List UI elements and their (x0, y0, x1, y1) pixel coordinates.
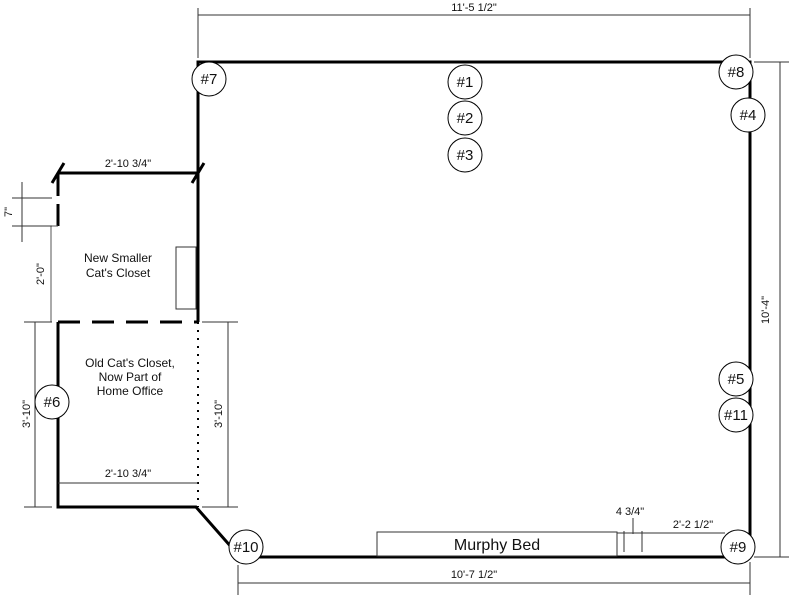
dim-top-width: 11'-5 1/2" (451, 2, 497, 14)
walls (50, 60, 752, 559)
new-closet-label: New Smaller (84, 251, 152, 265)
marker-circle (718, 361, 754, 397)
marker-circle (447, 137, 483, 173)
murphy-bed-label: Murphy Bed (454, 537, 540, 554)
marker-7: #7 (191, 61, 227, 97)
dim-old-closet-width: 2'-10 3/4" (105, 468, 151, 480)
exterior-wall (56, 60, 752, 559)
dimension-lines (12, 8, 789, 595)
dim-bed-gap: 4 3/4" (616, 506, 644, 518)
marker-label: #6 (44, 394, 61, 411)
marker-3: #3 (447, 137, 483, 173)
marker-circle (34, 384, 70, 420)
tick-mark (50, 162, 66, 184)
marker-label: #10 (233, 539, 258, 556)
dim-closet-top-width: 2'-10 3/4" (105, 158, 151, 170)
marker-label: #4 (740, 107, 757, 124)
marker-label: #11 (724, 407, 748, 424)
marker-4: #4 (730, 97, 766, 133)
marker-circle (730, 97, 766, 133)
dim-old-closet-right: 3'-10" (213, 400, 225, 428)
marker-circle (447, 100, 483, 136)
murphy-bed (376, 531, 618, 557)
marker-circle (228, 529, 264, 565)
marker-label: #1 (457, 74, 474, 91)
marker-label: #9 (730, 539, 747, 556)
marker-1: #1 (447, 64, 483, 100)
marker-label: #3 (457, 147, 474, 164)
old-closet-label: Old Cat's Closet, (85, 356, 175, 370)
marker-circle (718, 54, 754, 90)
new-closet-label: Cat's Closet (86, 266, 151, 280)
closet-shelf (175, 246, 197, 310)
marker-10: #10 (228, 529, 264, 565)
marker-5: #5 (718, 361, 754, 397)
marker-8: #8 (718, 54, 754, 90)
marker-label: #2 (457, 110, 474, 127)
dim-old-closet-left: 3'-10" (21, 400, 33, 428)
marker-circle (191, 61, 227, 97)
dim-bed-to-corner: 2'-2 1/2" (673, 519, 713, 531)
marker-2: #2 (447, 100, 483, 136)
dim-closet-depth: 2'-0" (35, 263, 47, 285)
old-closet-label: Home Office (97, 384, 164, 398)
old-closet-label: Now Part of (99, 370, 162, 384)
dim-closet-gap: 7" (3, 207, 15, 217)
markers: #7 #1 #2 #3 #8 #4 #5 #11 #6 #10 #9 (34, 54, 766, 565)
marker-label: #8 (728, 64, 745, 81)
dim-right-height: 10'-4" (760, 296, 772, 324)
marker-circle (720, 529, 756, 565)
tick-mark (190, 162, 206, 184)
marker-11: #11 (718, 397, 754, 433)
marker-label: #5 (728, 371, 745, 388)
marker-9: #9 (720, 529, 756, 565)
dim-bottom-width: 10'-7 1/2" (451, 569, 497, 581)
marker-6: #6 (34, 384, 70, 420)
marker-label: #7 (201, 71, 218, 88)
marker-circle (718, 397, 754, 433)
marker-circle (447, 64, 483, 100)
